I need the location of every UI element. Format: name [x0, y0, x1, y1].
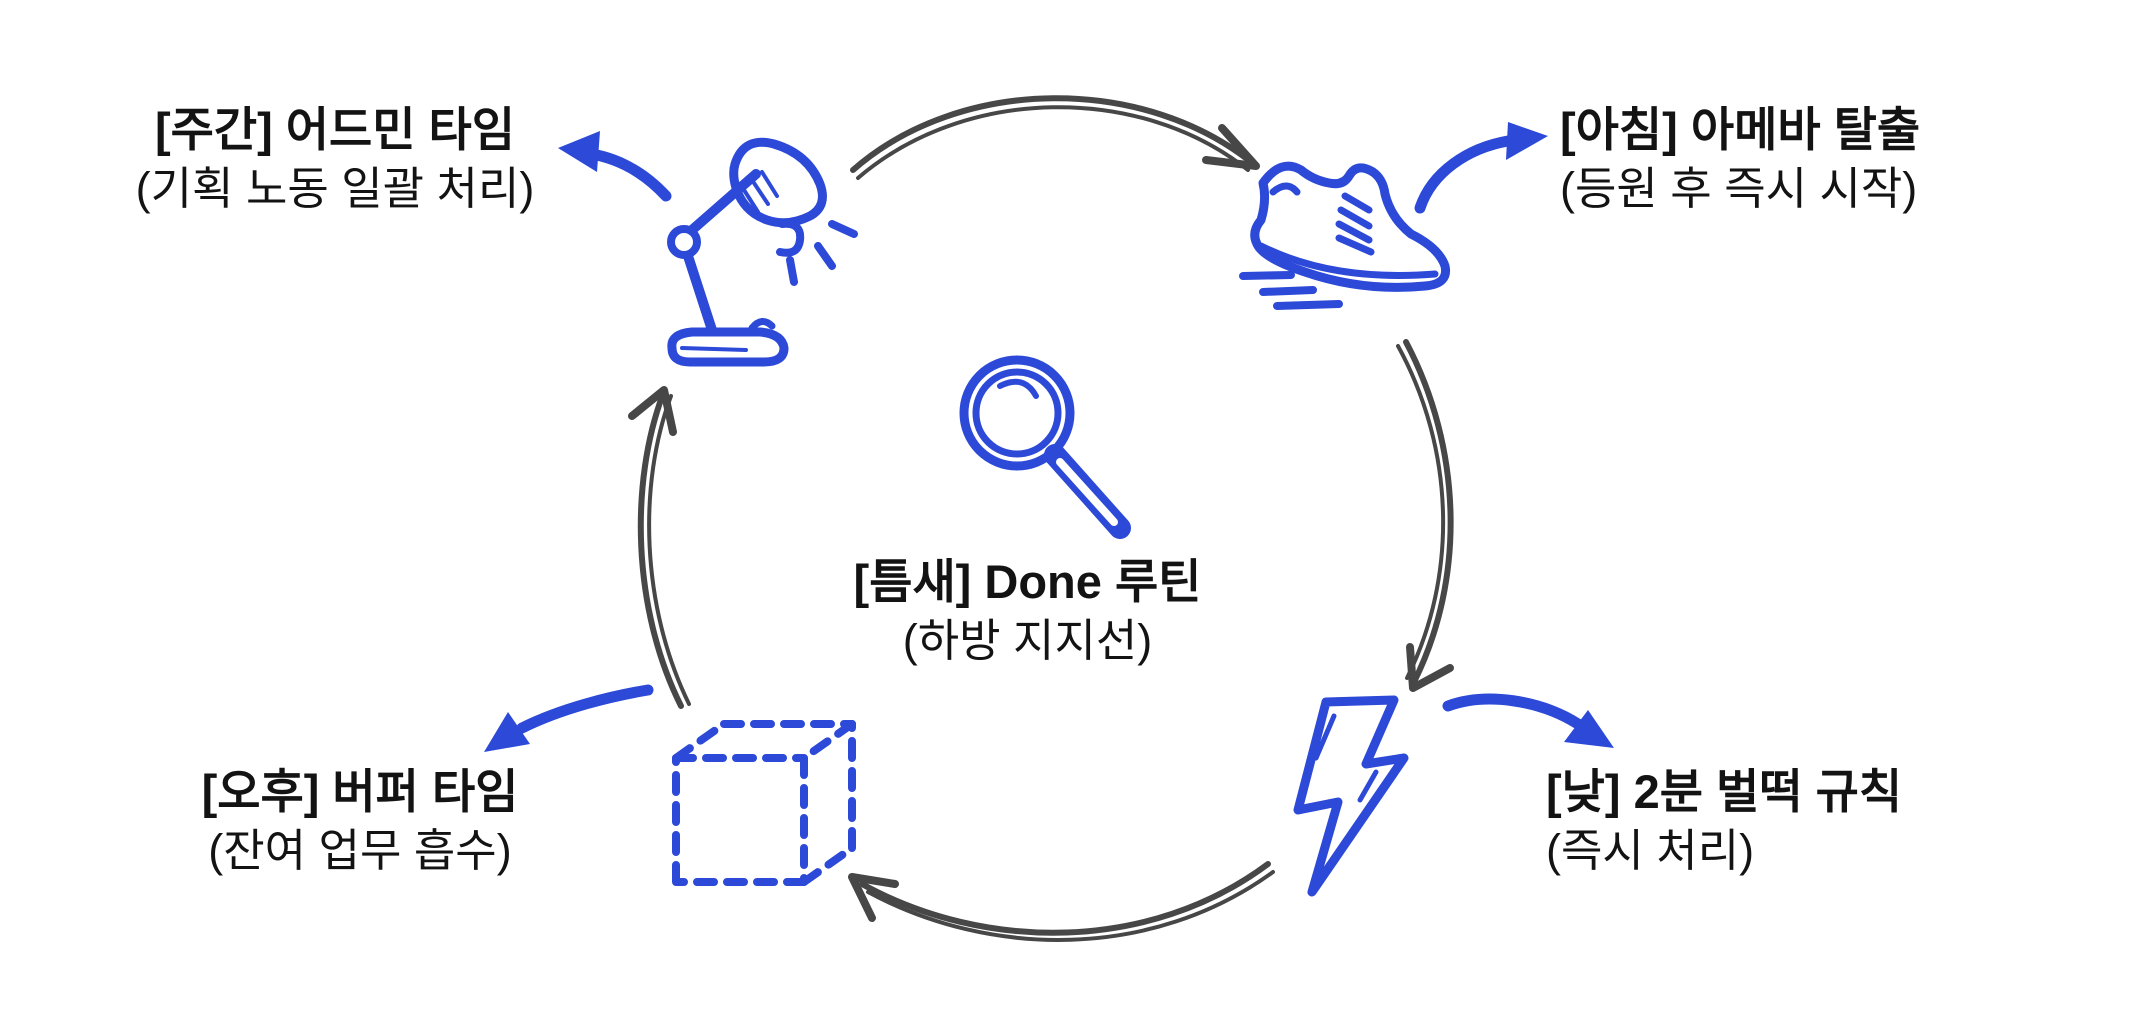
desk-lamp-icon — [667, 137, 858, 367]
callout-arrow-top-left — [558, 131, 672, 202]
node-top-left-label: [주간] 어드민 타임 (기획 노동 일괄 처리) — [80, 100, 590, 218]
node-top-left-subtitle: (기획 노동 일괄 처리) — [135, 163, 535, 214]
cycle-arrow-bottom — [848, 861, 1275, 942]
magnifier-icon — [959, 355, 1131, 539]
cycle-arrow-top — [850, 95, 1260, 180]
callout-arrow-top-right — [1414, 122, 1548, 214]
node-bottom-right-label: [낮] 2분 벌떡 규칙 (즉시 처리) — [1546, 762, 1902, 880]
callout-arrow-bottom-left — [484, 684, 654, 752]
cycle-arrow-left — [628, 386, 691, 709]
sneaker-icon — [1239, 161, 1451, 310]
center-subtitle: (하방 지지선) — [902, 615, 1153, 666]
lightning-icon — [1293, 695, 1409, 897]
node-top-left-title: [주간] 어드민 타임 — [154, 103, 516, 156]
center-title: [틈새] Done 루틴 — [853, 555, 1202, 608]
node-bottom-right-subtitle: (즉시 처리) — [1546, 825, 1755, 876]
cycle-arrow-right — [1396, 339, 1454, 692]
node-bottom-left-subtitle: (잔여 업무 흡수) — [208, 825, 512, 876]
dashed-cube-icon — [672, 720, 856, 886]
node-bottom-right-title: [낮] 2분 벌떡 규칙 — [1546, 765, 1903, 818]
callout-arrow-bottom-right — [1442, 693, 1614, 748]
node-top-right-label: [아침] 아메바 탈출 (등원 후 즉시 시작) — [1560, 100, 1920, 218]
node-bottom-left-title: [오후] 버퍼 타임 — [201, 765, 519, 818]
node-bottom-left-label: [오후] 버퍼 타임 (잔여 업무 흡수) — [140, 762, 580, 880]
node-top-right-subtitle: (등원 후 즉시 시작) — [1560, 163, 1918, 214]
node-top-right-title: [아침] 아메바 탈출 — [1560, 103, 1921, 156]
center-label: [틈새] Done 루틴 (하방 지지선) — [820, 552, 1235, 670]
